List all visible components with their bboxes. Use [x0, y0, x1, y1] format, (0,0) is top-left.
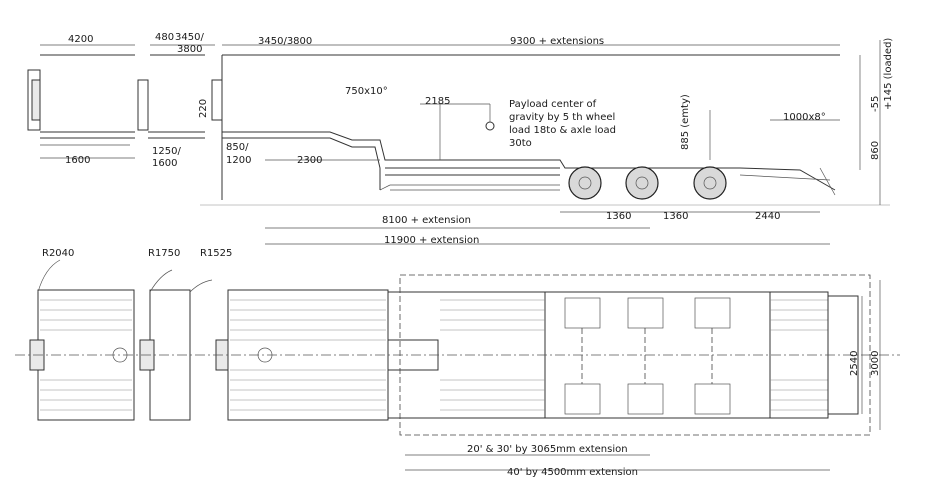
- radius-trailer: R1525: [200, 248, 232, 259]
- trailer-plan: [15, 274, 900, 436]
- tractor-outline-2: [137, 54, 205, 139]
- dim-rear-overhang: 2440: [755, 211, 780, 222]
- dim-front-overhang: 1600: [65, 155, 90, 166]
- payload-note-line-3: load 18to & axle load: [509, 125, 616, 136]
- dim-tractor-length: 4200: [68, 34, 93, 45]
- dim-neck-to-bed: 2300: [297, 155, 322, 166]
- dim-neck-length: 3450/3800: [258, 36, 312, 47]
- dim-ramp-front: 750x10°: [345, 86, 388, 97]
- wheel-3: [693, 166, 727, 200]
- dim-height-adjust-low: -55: [870, 96, 881, 112]
- payload-note-line-4: 30to: [509, 138, 532, 149]
- axle-group: [568, 166, 727, 200]
- dim-gooseneck-length-2: 3800: [177, 44, 202, 55]
- dim-ramp-height-2: 1200: [226, 155, 251, 166]
- dim-height-adjust-high: +145 (loaded): [883, 38, 894, 110]
- dim-extension-long: 40' by 4500mm extension: [507, 467, 638, 478]
- dim-deck-height: 885 (emty): [680, 94, 691, 150]
- tractor-outline-1: [27, 54, 135, 146]
- dim-axle-spacing-1: 1360: [606, 211, 631, 222]
- dim-payload-offset: 2185: [425, 96, 450, 107]
- wheel-2: [625, 166, 659, 200]
- dim-ramp-height: 850/: [226, 142, 249, 153]
- radius-tractor-1: R2040: [42, 248, 74, 259]
- payload-note-line-1: Payload center of: [509, 99, 597, 110]
- side-view: 4200 480 3450/ 3800 3450/3800 9300 + ext…: [27, 32, 894, 246]
- dim-wheelbase: 8100 + extension: [382, 215, 471, 226]
- dim-rear-height: 860: [870, 141, 881, 160]
- dim-ramp-rear: 1000x8°: [783, 112, 826, 123]
- dim-width-outer: 3000: [870, 351, 881, 376]
- dim-extension-short: 20' & 30' by 3065mm extension: [467, 444, 628, 455]
- dim-gooseneck-offset: 480: [155, 32, 174, 43]
- dim-bed-length: 9300 + extensions: [510, 36, 604, 47]
- payload-note-line-2: gravity by 5 th wheel: [509, 112, 615, 123]
- radius-tractor-2: R1750: [148, 248, 180, 259]
- dim-overall-length: 11900 + extension: [384, 235, 479, 246]
- payload-note: Payload center of gravity by 5 th wheel …: [509, 99, 619, 149]
- dim-fifth-wheel-height: 1250/: [152, 146, 181, 157]
- dim-neck-height: 220: [198, 99, 209, 118]
- dim-fifth-wheel-height-2: 1600: [152, 158, 177, 169]
- dim-width-inner: 2540: [849, 351, 860, 376]
- wheel-1: [568, 166, 602, 200]
- top-view: R2040 R1750 R1525 2540 3000 20' & 30' by…: [15, 248, 900, 478]
- trailer-side-profile: [211, 54, 840, 200]
- dim-gooseneck-length: 3450/: [175, 32, 204, 43]
- dim-axle-spacing-2: 1360: [663, 211, 688, 222]
